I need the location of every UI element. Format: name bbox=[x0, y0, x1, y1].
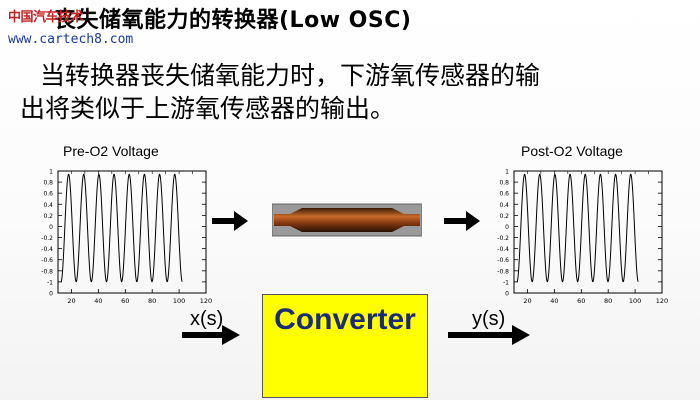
chart-frame bbox=[57, 170, 207, 294]
pre-o2-chart: 1 0.8 0.6 0.4 0.2 0 -0.2 -0.4 -0.6 -0.8 -1 0 20 40 60 8… bbox=[41, 169, 212, 306]
input-signal-label: x(s) bbox=[190, 308, 224, 330]
arrow-out-of-converter-image bbox=[444, 211, 480, 231]
y-tick-label: 0.6 bbox=[43, 191, 53, 198]
y-tick-label: 1 bbox=[505, 169, 509, 176]
y-tick-label: 0.8 bbox=[43, 180, 53, 187]
x-tick-label: 40 bbox=[94, 297, 102, 305]
body-text-line-2: 出将类似于上游氧传感器的输出。 bbox=[20, 94, 396, 123]
body-text-line-1: 当转换器丧失储氧能力时，下游氧传感器的输 bbox=[40, 61, 541, 90]
y-tick-label: 0 bbox=[505, 291, 509, 298]
y-tick-label: -0.8 bbox=[497, 268, 509, 275]
y-tick-label: 0 bbox=[49, 291, 53, 298]
converter-label: Converter bbox=[274, 303, 416, 336]
y-tick-label: 0.4 bbox=[499, 202, 509, 209]
y-tick-label: 0.4 bbox=[43, 202, 53, 209]
post-o2-chart-title: Post-O2 Voltage bbox=[521, 143, 623, 159]
y-tick-label: -0.6 bbox=[41, 257, 53, 264]
y-tick-label: -1 bbox=[47, 279, 53, 286]
x-tick-label: 120 bbox=[200, 297, 212, 305]
output-signal-label: y(s) bbox=[472, 308, 506, 330]
x-tick-label: 100 bbox=[629, 297, 641, 305]
arrow-into-converter-image bbox=[212, 211, 248, 231]
y-tick-label: 0.2 bbox=[43, 213, 53, 220]
x-tick-label: 20 bbox=[523, 297, 531, 305]
y-tick-label: 0.2 bbox=[499, 213, 509, 220]
y-tick-label: -1 bbox=[503, 279, 509, 286]
y-tick-label: -0.4 bbox=[41, 246, 53, 253]
x-tick-label: 120 bbox=[656, 297, 668, 305]
y-tick-label: 0 bbox=[505, 224, 509, 231]
chart-frame bbox=[513, 170, 663, 294]
y-tick-label: 1 bbox=[49, 169, 53, 176]
x-tick-label: 20 bbox=[67, 297, 75, 305]
converter-block: Converter bbox=[262, 294, 428, 398]
x-tick-label: 60 bbox=[577, 297, 585, 305]
watermark-url: www.cartech8.com bbox=[8, 32, 134, 47]
y-tick-label: 0.8 bbox=[499, 180, 509, 187]
y-tick-label: -0.4 bbox=[497, 246, 509, 253]
x-tick-label: 80 bbox=[148, 297, 156, 305]
pre-o2-chart-title: Pre-O2 Voltage bbox=[63, 143, 159, 159]
slide-title: 丧失储氧能力的转换器(Low OSC) bbox=[54, 8, 412, 33]
post-o2-chart: 1 0.8 0.6 0.4 0.2 0 -0.2 -0.4 -0.6 -0.8 -1 0 20 40 60 8… bbox=[497, 169, 668, 306]
x-tick-label: 80 bbox=[604, 297, 612, 305]
watermark-logo: 中国汽车技术 bbox=[8, 10, 84, 25]
y-tick-label: -0.6 bbox=[497, 257, 509, 264]
input-signal-arrow bbox=[182, 325, 240, 345]
voltage-series-line bbox=[516, 173, 639, 283]
y-tick-label: -0.2 bbox=[41, 235, 53, 242]
voltage-series-line bbox=[60, 173, 183, 283]
x-tick-label: 60 bbox=[121, 297, 129, 305]
y-tick-label: -0.2 bbox=[497, 235, 509, 242]
catalytic-converter-image bbox=[272, 203, 422, 237]
x-tick-label: 100 bbox=[173, 297, 185, 305]
y-tick-label: 0.6 bbox=[499, 191, 509, 198]
output-signal-arrow bbox=[448, 325, 530, 345]
y-tick-label: 0 bbox=[49, 224, 53, 231]
y-tick-label: -0.8 bbox=[41, 268, 53, 275]
x-tick-label: 40 bbox=[550, 297, 558, 305]
